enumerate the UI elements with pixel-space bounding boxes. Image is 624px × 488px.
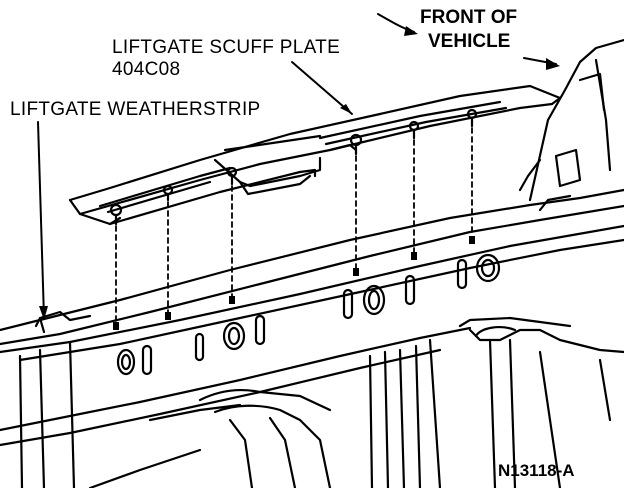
scuff-plate-part-number: 404C08: [112, 59, 181, 80]
figure-code: N13118-A: [498, 461, 575, 480]
front-of-vehicle-label-line2: VEHICLE: [428, 31, 511, 52]
rear-body-structure: [0, 188, 624, 488]
sill-openings: [116, 253, 501, 376]
liftgate-scuff-plate: [68, 84, 562, 226]
quarter-panel: [518, 38, 624, 212]
scuff-plate-label: LIFTGATE SCUFF PLATE: [112, 37, 341, 58]
sill-fastener-holes: [113, 236, 475, 330]
alignment-lines: [115, 127, 473, 323]
weatherstrip: [34, 310, 92, 334]
retainer-clips: [109, 108, 478, 226]
arrowheads: [39, 26, 560, 320]
weatherstrip-label: LIFTGATE WEATHERSTRIP: [10, 99, 261, 120]
front-of-vehicle-label-line1: FRONT OF: [420, 7, 518, 28]
